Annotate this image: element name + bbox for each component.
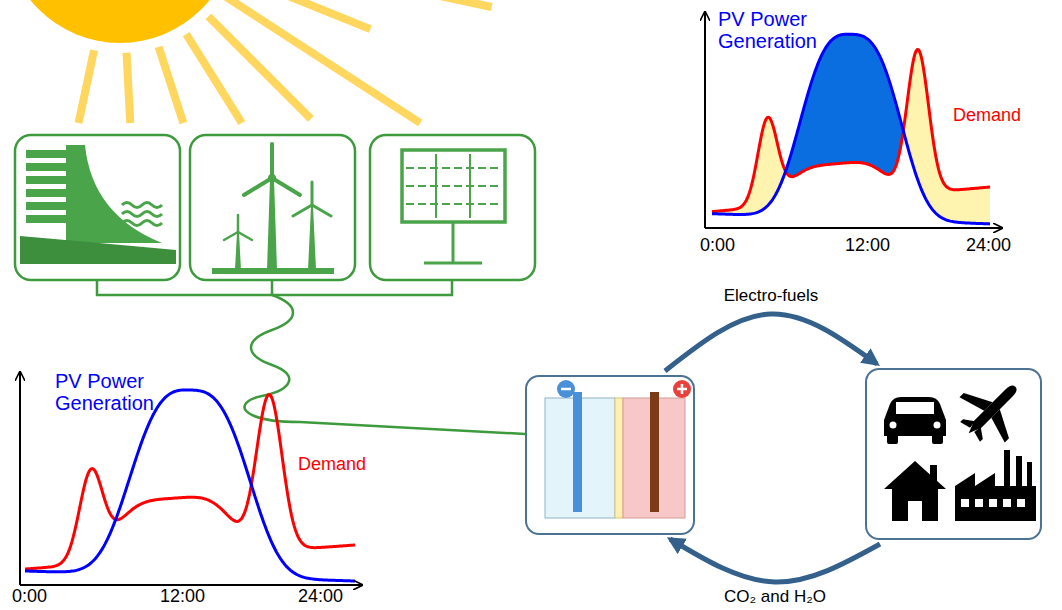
surplus-deficit-area — [785, 34, 903, 176]
demand-curve — [25, 395, 355, 569]
bottom-chart — [25, 390, 355, 581]
axis-tick-label: 24:00 — [966, 236, 1036, 256]
series-label: PV Power Generation — [718, 8, 828, 52]
power-wire — [97, 280, 525, 434]
sun-ray — [127, 53, 131, 123]
surplus-deficit-area — [902, 50, 990, 224]
electrolyzer-cell — [545, 380, 691, 518]
sun — [5, 0, 235, 43]
series-label: Demand — [953, 106, 1043, 126]
solar-panel-icon — [402, 150, 505, 263]
axis-tick-label: 24:00 — [298, 587, 368, 607]
end-use-icons — [884, 364, 1038, 521]
electrolyzer-box — [525, 375, 695, 535]
chart-axes — [20, 12, 1002, 585]
edge-label: CO₂ and H₂O — [721, 587, 829, 607]
axis-tick-label: 12:00 — [845, 236, 915, 256]
axis-tick-label: 0:00 — [12, 587, 72, 607]
sun-ray — [208, 16, 311, 119]
edge-label: Electro-fuels — [721, 286, 821, 306]
source-boxes — [15, 135, 535, 280]
sun-ray — [79, 50, 94, 123]
demand-curve — [712, 50, 990, 212]
flow-arrow — [670, 539, 880, 582]
end-use-box — [865, 368, 1042, 540]
pv-curve — [712, 34, 990, 224]
sun-ray — [242, 0, 491, 7]
sun-ray — [186, 34, 242, 123]
hydro-dam-icon — [20, 145, 176, 264]
flow-arrow — [665, 314, 877, 371]
sun-ray — [159, 47, 184, 123]
wind-turbine-icon — [212, 144, 334, 274]
top-chart — [712, 34, 990, 224]
axis-tick-label: 12:00 — [160, 587, 230, 607]
axis-tick-label: 0:00 — [700, 236, 760, 256]
series-label: Demand — [298, 455, 388, 475]
series-label: PV Power Generation — [55, 370, 165, 414]
pv-curve — [25, 390, 355, 581]
